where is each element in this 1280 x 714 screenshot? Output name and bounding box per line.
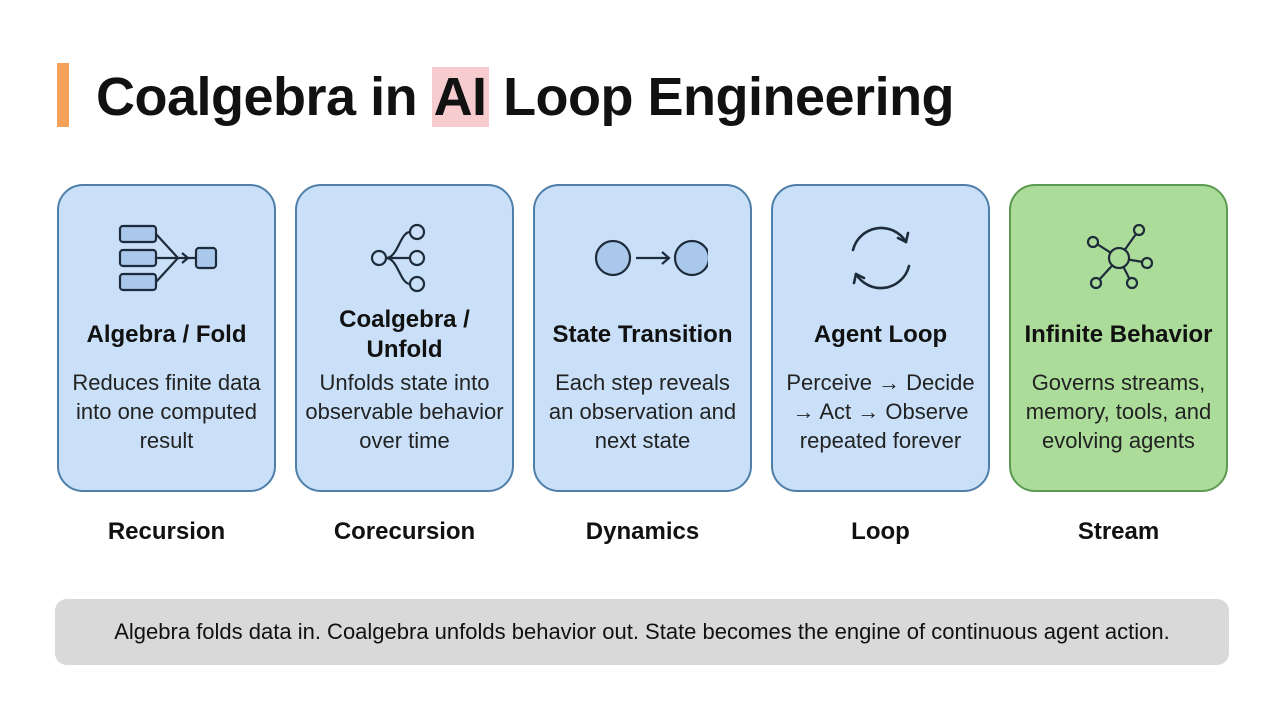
state-transition-icon [535, 216, 750, 298]
card-description: Reduces finite data into one computed re… [72, 370, 261, 453]
network-icon [1011, 216, 1226, 298]
card-title: Infinite Behavior [1024, 321, 1213, 348]
refresh-loop-icon [773, 216, 988, 298]
card-state-transition: State Transition Each step reveals an ob… [533, 184, 752, 492]
title-part-2: Loop Engineering [488, 67, 955, 127]
fold-icon [59, 216, 274, 298]
card-algebra-fold: Algebra / Fold Reduces finite data into … [57, 184, 276, 492]
title-part-1: Coalgebra in [96, 67, 432, 127]
caption-loop: Loop [851, 518, 910, 545]
summary-banner: Algebra folds data in. Coalgebra unfolds… [55, 599, 1229, 665]
card-title: Algebra / Fold [86, 321, 247, 348]
card-agent-loop: Agent Loop Perceive → Decide → Act → Obs… [771, 184, 990, 492]
summary-text: Algebra folds data in. Coalgebra unfolds… [114, 619, 1170, 644]
title-highlight: AI [431, 67, 489, 127]
caption-dynamics: Dynamics [585, 518, 700, 545]
page-title: Coalgebra in AI Loop Engineering [96, 62, 955, 132]
card-description: Perceive → Decide → Act → Observe repeat… [786, 370, 975, 453]
caption-stream: Stream [1077, 518, 1160, 545]
card-description: Each step reveals an observation and nex… [548, 370, 737, 453]
caption-corecursion: Corecursion [333, 518, 476, 545]
card-title: Coalgebra / Unfold [339, 306, 470, 363]
unfold-icon [297, 216, 512, 298]
card-description: Governs streams, memory, tools, and evol… [1025, 370, 1212, 453]
card-description: Unfolds state into observable behavior o… [305, 370, 504, 453]
card-coalgebra-unfold: Coalgebra / Unfold Unfolds state into ob… [295, 184, 514, 492]
card-infinite-behavior: Infinite Behavior Governs streams, memor… [1009, 184, 1228, 492]
title-accent-bar [57, 63, 69, 127]
caption-recursion: Recursion [107, 518, 226, 545]
card-title: Agent Loop [813, 321, 948, 348]
card-title: State Transition [552, 321, 733, 348]
